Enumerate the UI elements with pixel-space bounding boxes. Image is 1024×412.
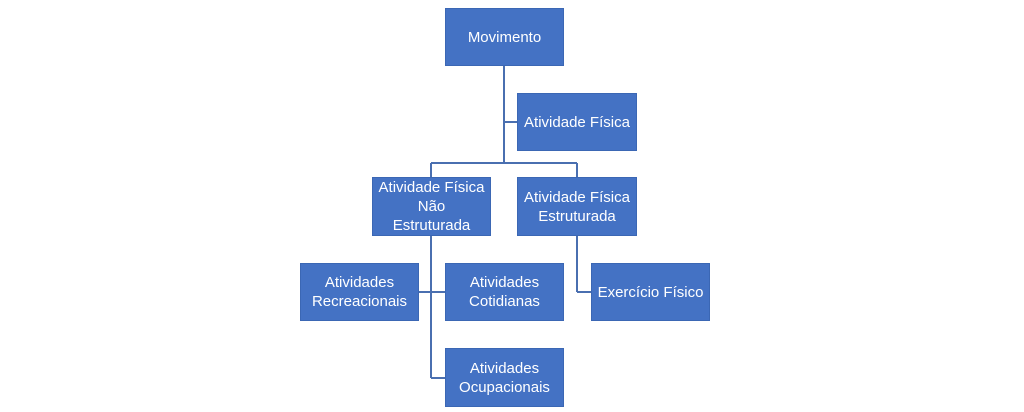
node-movimento: Movimento [445, 8, 564, 66]
node-atividade-fisica-estruturada: Atividade Física Estruturada [517, 177, 637, 236]
node-atividades-recreacionais: Atividades Recreacionais [300, 263, 419, 321]
node-atividade-fisica: Atividade Física [517, 93, 637, 151]
node-atividade-fisica-nao-estruturada: Atividade Física Não Estruturada [372, 177, 491, 236]
node-exercicio-fisico: Exercício Físico [591, 263, 710, 321]
node-atividades-ocupacionais: Atividades Ocupacionais [445, 348, 564, 407]
node-atividades-cotidianas: Atividades Cotidianas [445, 263, 564, 321]
